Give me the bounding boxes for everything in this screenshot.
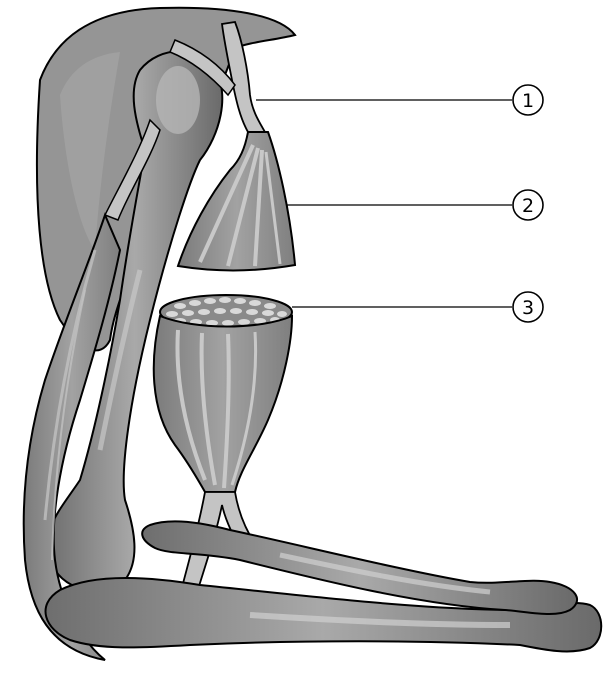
callout-label-3: 3 — [522, 297, 534, 319]
callout-marker-3: 3 — [513, 292, 543, 322]
callout-label-1: 1 — [522, 90, 534, 112]
callout-marker-1: 1 — [513, 85, 543, 115]
callout-label-2: 2 — [522, 195, 534, 217]
muscle-belly-lower — [154, 316, 292, 492]
callout-marker-2: 2 — [513, 190, 543, 220]
